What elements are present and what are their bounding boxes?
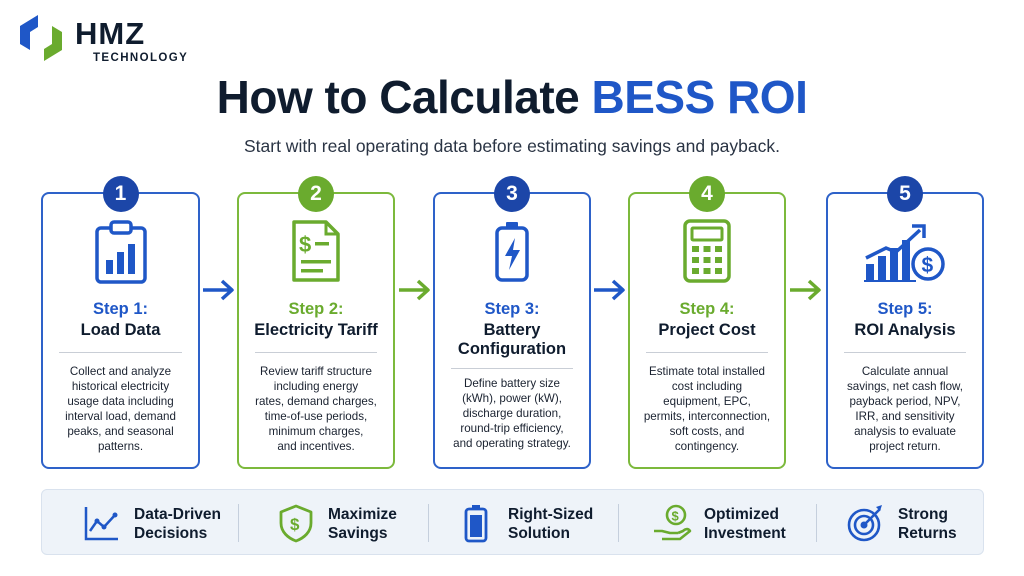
step-label: Step 2:	[288, 300, 344, 318]
page-title-accent: BESS ROI	[591, 71, 808, 123]
step-card-5: 5 $ Step 5: ROI Analysis Calculate annua…	[826, 176, 984, 469]
clipboard-chart-icon	[94, 220, 147, 284]
step-number-badge: 3	[494, 176, 530, 212]
brand-tagline: TECHNOLOGY	[93, 52, 189, 64]
arrow-right-icon	[790, 279, 821, 301]
step-label: Step 5:	[877, 300, 933, 318]
step-label: Step 3:	[484, 300, 540, 318]
arrow-right-icon	[399, 279, 430, 301]
step-card-4: 4 Step 4: Project Cost Estimate total in…	[628, 176, 786, 469]
svg-text:$: $	[922, 254, 934, 277]
separator	[428, 504, 429, 542]
hand-coin-icon: $	[654, 504, 692, 541]
divider	[451, 368, 573, 369]
page-subtitle: Start with real operating data before es…	[243, 136, 780, 156]
hmz-logo-icon	[20, 15, 62, 61]
brand-name: HMZ	[75, 16, 146, 51]
svg-text:$: $	[290, 515, 300, 534]
divider	[59, 352, 182, 353]
page-title-main: How to Calculate	[216, 71, 592, 123]
svg-text:$: $	[299, 232, 311, 257]
step-name: Electricity Tariff	[254, 321, 378, 339]
step-name: Project Cost	[658, 321, 756, 339]
separator	[618, 504, 619, 542]
separator	[816, 504, 817, 542]
step-card-2: 2 $ Step 2: Electricity Tariff Review ta…	[237, 176, 395, 469]
trend-line-icon	[84, 507, 118, 541]
battery-icon	[464, 505, 488, 543]
divider	[646, 352, 768, 353]
divider	[255, 352, 377, 353]
calculator-icon	[683, 219, 731, 283]
invoice-dollar-icon: $	[292, 220, 340, 282]
step-label: Step 1:	[92, 300, 148, 318]
separator	[238, 504, 239, 542]
arrow-right-icon	[594, 279, 625, 301]
brand-logo: HMZ TECHNOLOGY	[14, 10, 194, 66]
step-name: Load Data	[80, 321, 161, 339]
target-arrow-icon	[847, 505, 882, 542]
step-number-badge: 5	[887, 176, 923, 212]
battery-bolt-icon	[495, 222, 529, 282]
step-number-badge: 4	[689, 176, 725, 212]
page-title: How to Calculate BESS ROI	[0, 70, 1024, 124]
divider	[844, 352, 966, 353]
step-number-badge: 1	[102, 176, 139, 212]
step-name: ROI Analysis	[854, 321, 956, 339]
step-label: Step 4:	[679, 300, 735, 318]
shield-dollar-icon: $	[279, 504, 313, 543]
step-description: Define battery size(kWh), power (kW),dis…	[453, 377, 571, 450]
svg-text:$: $	[672, 509, 680, 524]
step-number-badge: 2	[298, 176, 334, 212]
growth-chart-dollar-icon: $	[864, 224, 945, 282]
arrow-right-icon	[203, 279, 234, 301]
